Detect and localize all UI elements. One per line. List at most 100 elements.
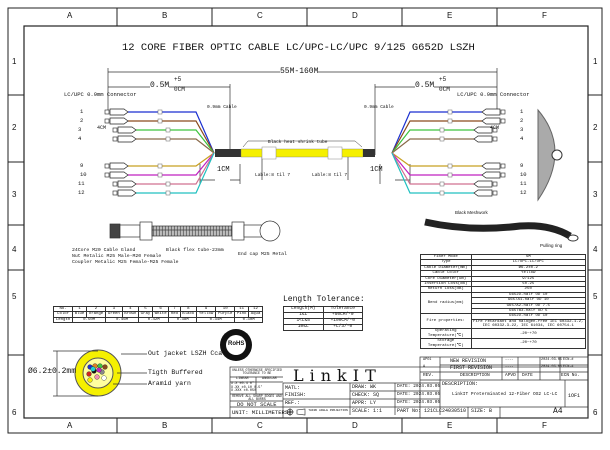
spec-value: LC/UPC-LC/UPC — [470, 259, 587, 266]
trunk-cable — [215, 140, 375, 160]
spec-value: 9/125 — [470, 275, 587, 282]
revision-header: DATE — [522, 373, 533, 378]
spec-label: Bend radius(mm) — [420, 291, 472, 315]
dust-cap-right — [500, 118, 506, 124]
fiber-number-right: 4 — [520, 135, 524, 142]
fiber-right — [391, 152, 482, 176]
dust-cap-right — [500, 172, 506, 178]
gland-label: 24Core M20 Cable Gland — [72, 248, 136, 253]
appr: APPR: LY — [352, 400, 377, 406]
lc-connector-right — [481, 162, 501, 170]
spec-value: Fire retardant and halogen-free IEC 6033… — [470, 318, 587, 330]
fiber-number-right: 11 — [520, 180, 527, 187]
fiber-number-left: 4 — [78, 135, 82, 142]
table-row: G657A1-half OD 10 — [421, 297, 587, 304]
length-cell: 0.42M — [138, 316, 170, 324]
pages: 1OF1 — [568, 393, 581, 399]
date-appr: DATE: 2024.03.05 — [397, 400, 441, 405]
revision-header: APVD — [505, 373, 516, 378]
dust-cap-left — [104, 172, 110, 178]
column-label-top: C — [257, 11, 263, 20]
spec-value: G657A2-half OD 7.5 — [470, 302, 587, 309]
fiber-label-left — [165, 190, 171, 196]
column-label-top: E — [447, 11, 453, 20]
fiber-number-left: 9 — [80, 162, 84, 169]
lc-connector-right — [481, 171, 501, 179]
length-cell: 0.50M — [72, 316, 107, 324]
dust-cap-left — [112, 136, 118, 142]
fanout-length-left: 0.5M — [150, 81, 170, 90]
lc-connector-left — [109, 117, 129, 125]
revision-cell: NEW REVISION — [450, 358, 487, 364]
lc-connector-left — [117, 126, 137, 134]
unit-label: UNIT: MILLIMETERS — [232, 409, 289, 416]
fiber-number-right: 10 — [520, 171, 527, 178]
revision-cell: APO1 — [423, 358, 432, 362]
date-check: DATE: 2024.03.05 — [397, 392, 441, 397]
revision-header: DESCRIPTION — [460, 373, 490, 378]
header-cell: Color — [52, 311, 74, 318]
fiber-label-right — [447, 172, 453, 178]
row-label-right: 1 — [593, 57, 598, 66]
meshwork-label: Black Meshwork — [455, 210, 488, 215]
column-label-top: A — [67, 11, 73, 20]
finish: FINISH: — [285, 392, 307, 398]
fanout-tol-top-left: +5 — [174, 76, 182, 83]
row-label-left: 2 — [12, 123, 17, 132]
column-label-bottom: F — [542, 421, 547, 430]
dust-cap-left — [104, 118, 110, 124]
table-row: Core Diameter(um)9/125 — [420, 275, 587, 282]
fiber-left — [136, 152, 215, 194]
fiber-label-left — [157, 163, 163, 169]
color-cell: Aqua — [248, 311, 263, 318]
fiber-number-left: 11 — [78, 180, 85, 187]
pulling-ring-label: Pulling ring — [540, 243, 563, 248]
column-label-bottom: A — [67, 421, 73, 430]
fiber-number-left: 12 — [78, 189, 85, 196]
row-label-left: 1 — [12, 57, 17, 66]
meshwork-image — [424, 218, 579, 242]
table-row: Return Loss(dB)≥50 — [420, 286, 587, 293]
rohs-logo — [220, 329, 252, 361]
fiber-number-right: 9 — [520, 162, 524, 169]
lc-connector-right — [481, 108, 501, 116]
dust-cap-right — [492, 190, 498, 196]
fiber-number-left: 1 — [80, 108, 84, 115]
fiber-number-right: 3 — [520, 126, 524, 133]
spec-value: -20~+70 — [470, 338, 587, 350]
spec-value: Yellow — [470, 270, 587, 277]
spec-value: G652D-half OD 10 — [470, 313, 587, 320]
dust-cap-left — [112, 127, 118, 133]
tol-line-2: X.XX ±0.10 0.5° — [231, 385, 263, 390]
fiber-right — [391, 152, 474, 185]
revision-cell: A — [423, 365, 426, 369]
fanout-tol-top-right: +5 — [439, 76, 447, 83]
revision-cell: ECN-# — [563, 358, 574, 362]
row-label-left: 6 — [12, 408, 17, 417]
tolerance-title: Length Tolerance: — [283, 295, 365, 304]
row-label-left: 3 — [12, 190, 17, 199]
revision-cell: ECN-# — [563, 365, 574, 369]
fiber-left — [128, 152, 215, 176]
fiber-core — [94, 374, 100, 380]
spec-label: Storage Temperature(℃) — [420, 338, 472, 350]
table-row: Storage Temperature(℃)-20~+70 — [420, 338, 587, 350]
length-cell: 10≤L — [283, 323, 324, 331]
spec-value: G657A1-half OD 10 — [470, 297, 587, 304]
fiber-label-left — [165, 181, 171, 187]
dust-cap-left — [104, 163, 110, 169]
fiber-label-right — [447, 109, 453, 115]
fiber-core — [102, 364, 108, 370]
revision-header: REV. — [423, 373, 434, 378]
revision-header: ECN No. — [561, 373, 580, 378]
spec-label: Core Diameter(um) — [420, 275, 472, 282]
do-not-scale: DO NOT SCALE — [237, 400, 277, 408]
lc-connector-right — [473, 180, 493, 188]
fiber-label-right — [439, 136, 445, 142]
connector-label-right: LC/UPC 0.9mm Connector — [457, 91, 530, 98]
fiber-core — [90, 366, 96, 372]
connector-label-left: LC/UPC 0.9mm Connector — [64, 91, 137, 98]
fiber-number-right: 1 — [520, 108, 524, 115]
